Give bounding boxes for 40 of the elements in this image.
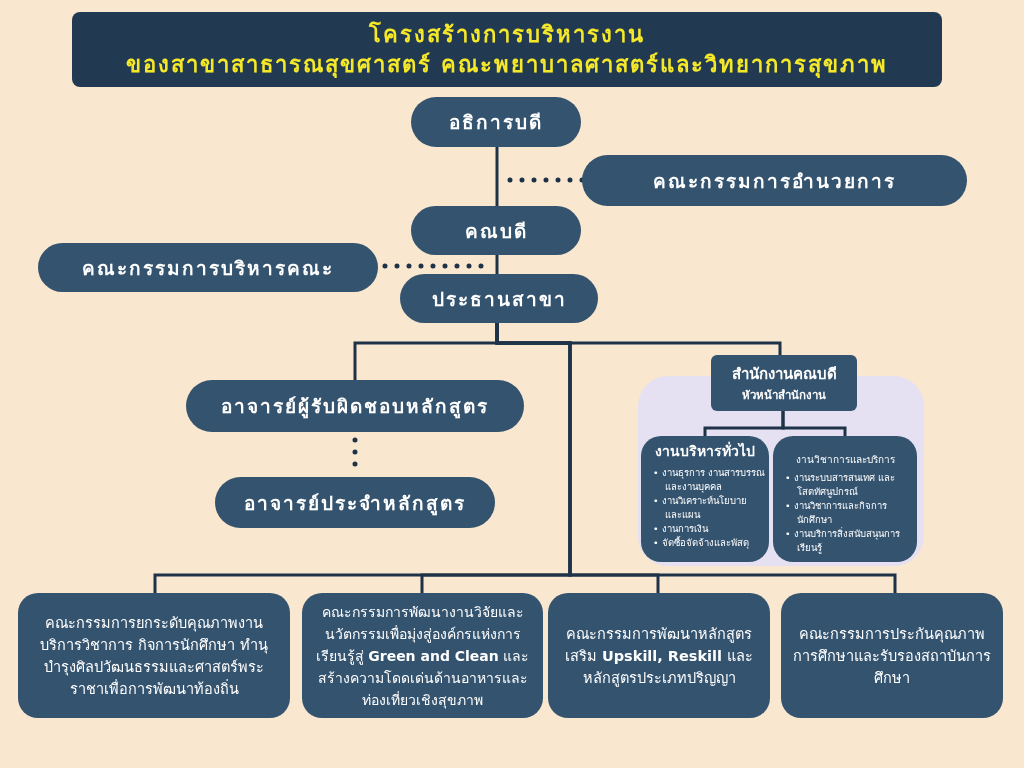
bullet-item: • จัดซื้อจัดจ้างและพัสดุ xyxy=(653,536,750,550)
role-label: อาจารย์ประจำหลักสูตร xyxy=(244,490,466,518)
role-label: อธิการบดี xyxy=(449,110,543,135)
unit-box xyxy=(641,436,769,562)
committee-label: คณะกรรมการพัฒนางานวิจัยและนวัตกรรมเพื่อมุ่งสู่องค์กรแห่งการเรียนรู้สู่ Green and Clean และสร้างความโดดเด่นด้านอาหารและท่องเที่ยวเชิงสุขภาพ xyxy=(314,602,531,711)
committee-box xyxy=(18,593,290,718)
role-label: คณะกรรมการบริหารคณะ xyxy=(82,255,334,281)
role-box xyxy=(582,155,967,206)
role-box xyxy=(186,380,524,432)
role-label: ประธานสาขา xyxy=(431,286,567,312)
role-label: คณะกรรมการอำนวยการ xyxy=(653,168,896,194)
connector-line xyxy=(495,255,499,274)
office-box xyxy=(711,355,857,411)
unit-box xyxy=(773,436,917,562)
role-label: คณบดี xyxy=(464,218,528,244)
connector-line xyxy=(781,411,847,436)
office-title: สำนักงานคณบดี xyxy=(731,364,837,385)
committee-label: คณะกรรมการประกันคุณภาพการศึกษาและรับรองสถาบันการศึกษา xyxy=(792,624,992,688)
unit-heading: งานบริหารทั่วไป xyxy=(655,440,755,461)
committee-box xyxy=(781,593,1003,718)
role-box xyxy=(400,274,598,323)
role-box xyxy=(411,206,581,255)
bullet-item: • งานระบบสารสนเทศ และ โสตทัศนูปกรณ์ xyxy=(785,471,896,499)
connector-line xyxy=(495,147,499,206)
office-subtitle: หัวหน้าสำนักงาน xyxy=(742,387,826,404)
committee-box xyxy=(302,593,543,718)
unit-heading: งานวิชาการและบริการ xyxy=(795,453,895,467)
title-text: โครงสร้างการบริหารงาน ของสาขาสาธารณสุขศาสตร์ คณะพยาบาลศาสตร์และวิทยาการสุขภาพ xyxy=(125,20,889,80)
bullet-item: • งานธุรการ งานสารบรรณ และงานบุคคล xyxy=(653,466,765,494)
role-label: อาจารย์ผู้รับผิดชอบหลักสูตร xyxy=(221,394,489,421)
role-box xyxy=(38,243,378,292)
committee-label: คณะกรรมการพัฒนาหลักสูตรเสริม Upskill, Reskill และหลักสูตรประเภทปริญญา xyxy=(564,624,754,689)
bullet-item: • งานวิเคราะห์นโยบาย และแผน xyxy=(653,494,748,522)
bullet-item: • งานวิชาการและกิจการ นักศึกษา xyxy=(785,499,888,527)
bullet-item: • งานบริการสิ่งสนับสนุนการ เรียนรู้ xyxy=(785,527,901,555)
role-box xyxy=(215,477,495,528)
committee-box xyxy=(548,593,770,718)
committee-label: คณะกรรมการยกระดับคุณภาพงานบริการวิชาการ กิจการนักศึกษา ทำนุบำรุงศิลปวัฒนธรรมและศาสตร์พระราชาเพื่อการพัฒนาท้องถิ่น xyxy=(39,613,269,699)
bullet-item: • งานการเงิน xyxy=(653,522,710,536)
role-box xyxy=(411,97,581,147)
